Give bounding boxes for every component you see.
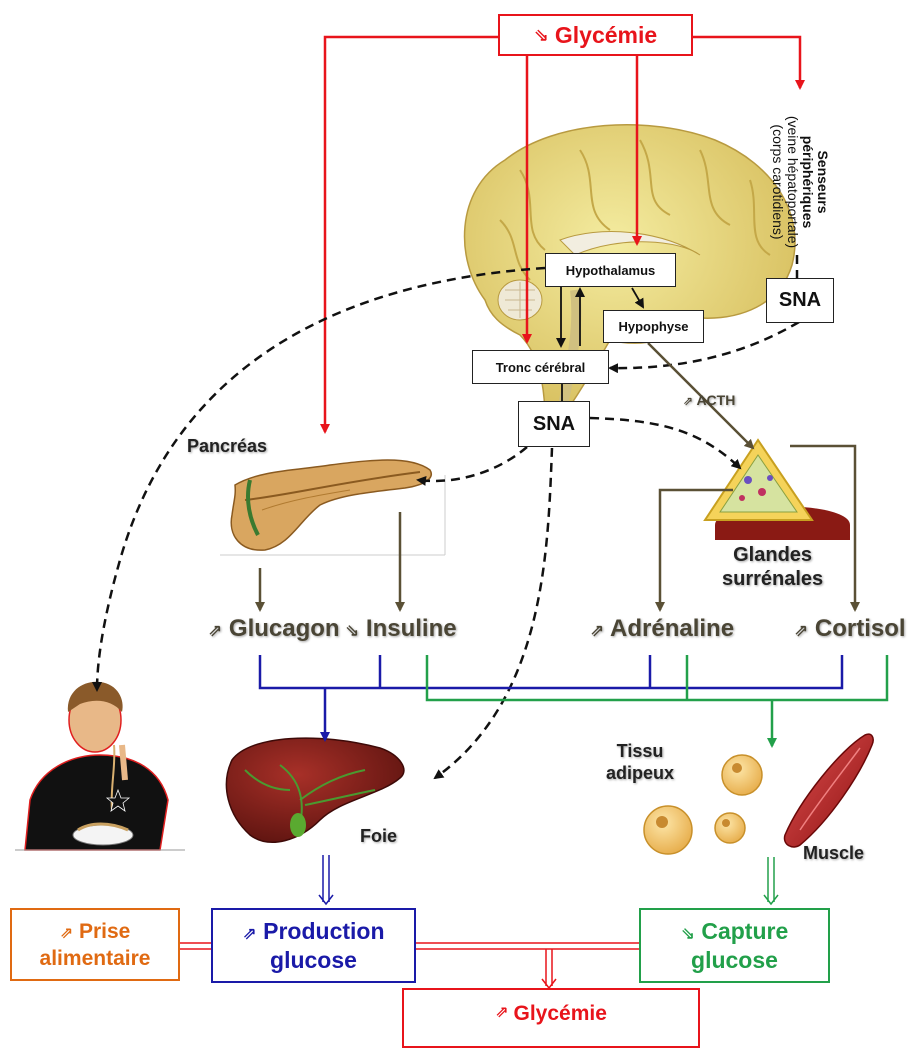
sensors-title-line1: Senseurs xyxy=(815,150,831,214)
adipose-line2: adipeux xyxy=(606,763,675,783)
acth-text: ACTH xyxy=(696,392,736,408)
adrenaline-increase-arrow-icon: ⇗ xyxy=(590,621,605,640)
muscle-illustration xyxy=(783,733,874,848)
hypothalamus-box: Hypothalamus xyxy=(545,253,676,287)
hypothalamus-label: Hypothalamus xyxy=(565,262,656,278)
food-intake-box: ⇗ Prise alimentaire xyxy=(10,908,180,981)
adrenal-line2: surrénales xyxy=(722,568,824,590)
cortisol-text: Cortisol xyxy=(814,615,906,642)
brain-links xyxy=(556,287,645,401)
capture-line1: Capture xyxy=(701,917,789,944)
adrenal-line1: Glandes xyxy=(733,544,813,566)
liver-effect-lines xyxy=(258,655,844,742)
cortisol-label: ⇗ Cortisol xyxy=(794,615,906,643)
glucagon-text: Glucagon xyxy=(228,615,340,642)
insuline-text: Insuline xyxy=(365,615,457,642)
increase-arrow-icon: ⇗ xyxy=(495,1004,509,1021)
bottom-glycemia-label: Glycémie xyxy=(513,1002,607,1025)
hypophyse-box: Hypophyse xyxy=(603,310,704,343)
person-eating-illustration xyxy=(15,681,185,851)
food-intake-line1: Prise xyxy=(78,919,131,943)
production-line1: Production xyxy=(263,917,385,944)
top-glycemia-box: ⇘ Glycémie xyxy=(498,14,693,56)
top-glycemia-label: Glycémie xyxy=(554,21,658,48)
sensors-title-line2: périphériques xyxy=(800,135,816,229)
sna-peripheral-label: SNA xyxy=(778,289,822,311)
acth-increase-arrow-icon: ⇗ xyxy=(683,394,694,408)
pancreas-illustration xyxy=(220,459,446,556)
glucose-production-box: ⇗ Production glucose xyxy=(211,908,416,983)
sensors-line3: (veine hépatoportale) xyxy=(785,115,801,249)
hypophyse-label: Hypophyse xyxy=(618,319,689,334)
acth-label: ⇗ ACTH xyxy=(683,392,735,408)
capture-decrease-arrow-icon: ⇘ xyxy=(680,923,695,943)
fat-cells-illustration xyxy=(643,754,763,855)
bottom-glycemia-box: ⇗ Glycémie xyxy=(402,988,700,1048)
glucagon-label: ⇗ Glucagon xyxy=(208,615,340,643)
glucose-capture-box: ⇘ Capture glucose xyxy=(639,908,830,983)
adrenal-gland-illustration xyxy=(703,438,850,540)
capture-line2: glucose xyxy=(691,946,778,973)
liver-label: Foie xyxy=(360,826,398,846)
decrease-arrow-icon: ⇘ xyxy=(533,24,549,45)
production-line2: glucose xyxy=(270,946,357,973)
liver-illustration xyxy=(225,737,405,843)
adrenaline-label: ⇗ Adrénaline xyxy=(590,615,734,643)
pancreas-label: Pancréas xyxy=(187,436,268,456)
adipose-tissue-label: Tissu adipeux xyxy=(606,740,674,784)
muscle-label: Muscle xyxy=(803,843,865,863)
production-increase-arrow-icon: ⇗ xyxy=(242,923,257,943)
adrenaline-text: Adrénaline xyxy=(610,615,735,642)
insuline-decrease-arrow-icon: ⇘ xyxy=(345,621,360,640)
tronc-cerebral-box: Tronc cérébral xyxy=(472,350,609,384)
insuline-label: ⇘ Insuline xyxy=(345,615,457,643)
double-arrows xyxy=(180,855,779,990)
glucagon-increase-arrow-icon: ⇗ xyxy=(208,621,223,640)
glycemia-arrows xyxy=(320,35,805,434)
sensors-line4: (corps carotidiens) xyxy=(770,124,786,240)
cortisol-increase-arrow-icon: ⇗ xyxy=(794,621,809,640)
sna-central-label: SNA xyxy=(532,412,576,435)
sna-central-box: SNA xyxy=(518,401,590,447)
hormone-arrows xyxy=(255,342,860,612)
food-intake-increase-arrow-icon: ⇗ xyxy=(59,924,74,942)
sna-peripheral-box: SNA xyxy=(766,278,834,323)
peripheral-sensors-label: Senseurs périphériques (veine hépatoport… xyxy=(750,97,850,267)
tronc-cerebral-label: Tronc cérébral xyxy=(495,359,586,375)
adrenal-glands-label: Glandes surrénales xyxy=(722,543,823,591)
adipose-line1: Tissu xyxy=(616,741,664,761)
nervous-dashed-arrows xyxy=(92,255,800,780)
food-intake-line2: alimentaire xyxy=(39,946,151,970)
tissue-effect-lines xyxy=(425,655,889,748)
